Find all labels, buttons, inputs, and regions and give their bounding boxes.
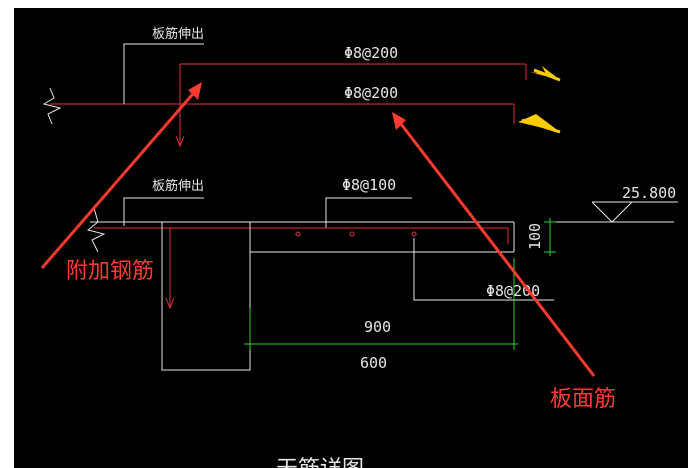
- elevation-label: 25.800: [622, 184, 676, 202]
- slab-rebar-left-tip: [165, 297, 175, 310]
- rebar-mid-leader: [325, 197, 412, 228]
- rebar-label-top-1: Φ8@200: [344, 44, 398, 62]
- rebar-dot-1: [295, 231, 301, 237]
- slab-extend-label-mid: 板筋伸出: [152, 178, 204, 194]
- rebar-right-leader: [413, 238, 554, 301]
- additional-rebar-tip: [175, 135, 185, 148]
- cad-drawing: 板筋伸出 Φ8@200 Φ8@200 板筋伸出 Φ8@100: [40, 26, 678, 468]
- callout-arrowhead-additional: [188, 82, 202, 100]
- rebar-dot-3: [411, 231, 417, 237]
- dim-600-label: 600: [360, 354, 387, 372]
- break-line-middle: [86, 207, 106, 253]
- slab-extend-leader-top: [123, 43, 204, 104]
- callout-additional-rebar: 附加钢筋: [66, 259, 154, 284]
- slab-extend-leader-mid: [123, 197, 204, 226]
- cad-drawing-viewport: 板筋伸出 Φ8@200 Φ8@200 板筋伸出 Φ8@100: [14, 8, 688, 468]
- callout-arrowhead-surface: [392, 112, 406, 130]
- beam-outline: [161, 222, 251, 371]
- rebar-label-mid: Φ8@100: [342, 176, 396, 194]
- marker-arrow-bottom-shaft: [521, 118, 561, 134]
- bottom-title-partial: 天筋详图: [276, 457, 364, 468]
- dim-vertical-label: 100: [526, 223, 544, 250]
- marker-arrow-top-shaft: [533, 68, 561, 82]
- rebar-dot-2: [349, 231, 355, 237]
- slab-extend-label-top: 板筋伸出: [152, 26, 204, 42]
- elevation-triangle: [591, 201, 633, 223]
- break-line-top: [42, 87, 62, 125]
- callout-arrow-surface: [396, 119, 596, 377]
- callout-arrow-additional: [40, 87, 200, 269]
- dim-900-label: 900: [364, 318, 391, 336]
- callout-slab-surface-rebar: 板面筋: [550, 387, 616, 412]
- rebar-label-top-2: Φ8@200: [344, 84, 398, 102]
